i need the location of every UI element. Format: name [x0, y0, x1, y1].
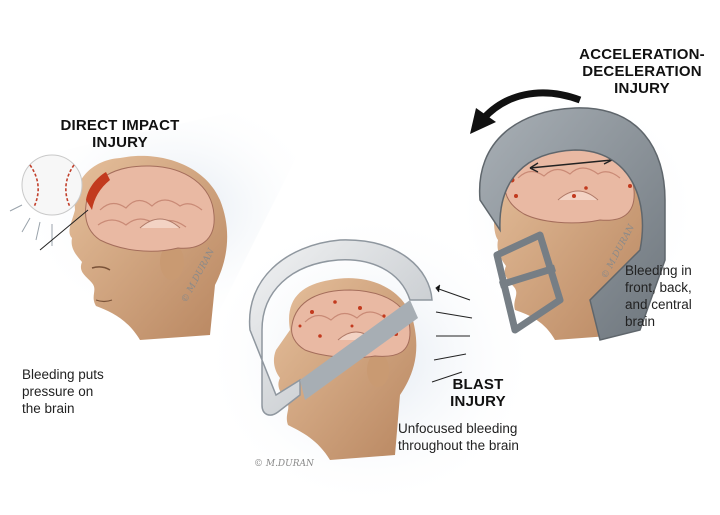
football-helmet: [478, 107, 666, 341]
baseball-icon: [21, 154, 83, 216]
blast-title-line2: INJURY: [450, 393, 506, 410]
accel-caption-line1: Bleeding in: [625, 263, 692, 278]
accel-caption-line3: and central: [625, 297, 692, 312]
direct-caption-line1: Bleeding puts: [22, 367, 104, 382]
motion-arrow-icon: [470, 89, 582, 134]
accel-title-line1: ACCELERATION-: [579, 46, 705, 63]
direct-leader-line: [39, 209, 89, 251]
accel-title-line3: INJURY: [614, 80, 670, 97]
signature-blast: © M.DURAN: [254, 459, 314, 469]
impact-burst-icon: [9, 204, 53, 246]
direct-title-line1: DIRECT IMPACT: [60, 117, 180, 134]
direct-title: DIRECT IMPACT INJURY: [40, 117, 200, 151]
direct-impact-head: [69, 155, 228, 340]
accel-caption-line4: brain: [625, 314, 656, 329]
accel-title: ACCELERATION- DECELERATION INJURY: [572, 46, 712, 97]
shockwave-lines-icon: [431, 284, 473, 383]
blast-title-line1: BLAST: [452, 376, 504, 393]
direct-caption-line3: the brain: [22, 401, 75, 416]
accel-caption: Bleeding in front, back, and central bra…: [625, 262, 715, 330]
blast-caption-line1: Unfocused bleeding: [398, 421, 518, 436]
direct-title-line2: INJURY: [92, 134, 148, 151]
direct-caption-line2: pressure on: [22, 384, 94, 399]
blast-caption: Unfocused bleeding throughout the brain: [398, 420, 558, 454]
accel-caption-line2: front, back,: [625, 280, 692, 295]
blast-title: BLAST INJURY: [438, 376, 518, 410]
accel-title-line2: DECELERATION: [582, 63, 702, 80]
blast-helmet: [248, 239, 433, 416]
direct-caption: Bleeding puts pressure on the brain: [22, 366, 142, 417]
blast-caption-line2: throughout the brain: [398, 438, 519, 453]
